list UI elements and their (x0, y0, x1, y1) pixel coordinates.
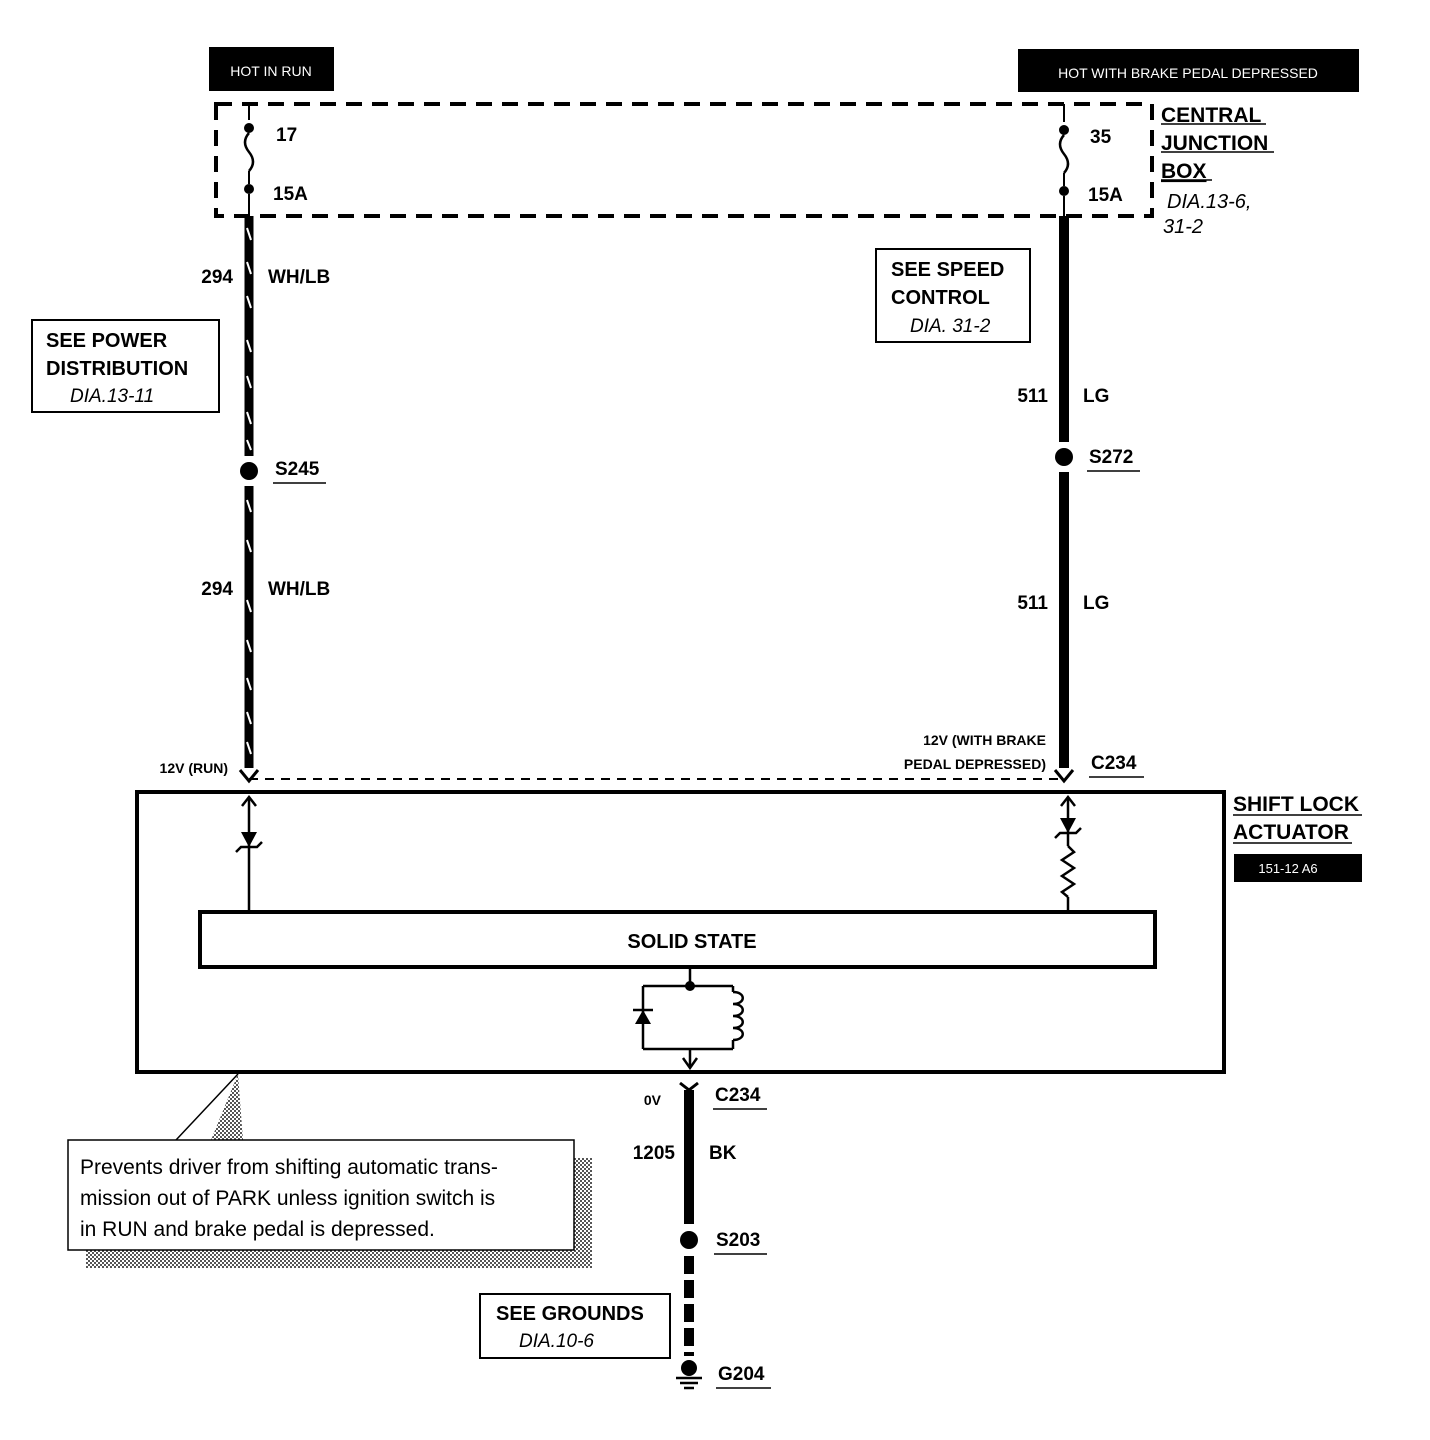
splice-s272-label: S272 (1089, 447, 1133, 468)
voltage-left: 12V (RUN) (160, 760, 228, 776)
junction-box-title-1: CENTRAL (1161, 104, 1261, 127)
see-grounds-box[interactable]: SEE GROUNDS DIA.10-6 (479, 1293, 671, 1359)
fuse-left (243, 104, 255, 216)
right-internal-lead (1054, 794, 1082, 912)
callout-note: Prevents driver from shifting automatic … (67, 1073, 592, 1268)
see-power-line2: DISTRIBUTION (46, 358, 188, 380)
voltage-ground: 0V (644, 1092, 662, 1108)
fuse-right-number: 35 (1090, 127, 1112, 148)
fuse-left-rating: 15A (273, 184, 308, 205)
tag-hot-with-brake-text: HOT WITH BRAKE PEDAL DEPRESSED (1058, 65, 1318, 81)
coil-icon (732, 990, 744, 1042)
voltage-right-1: 12V (WITH BRAKE (923, 732, 1046, 748)
junction-box-ref-2: 31-2 (1163, 216, 1203, 238)
voltage-right-2: PEDAL DEPRESSED) (904, 756, 1046, 772)
tag-hot-in-run: HOT IN RUN (209, 47, 334, 91)
see-speed-control-box[interactable]: SEE SPEED CONTROL DIA. 31-2 (875, 248, 1031, 343)
see-grounds-line1: SEE GROUNDS (496, 1303, 644, 1325)
fuse-left-number: 17 (276, 125, 297, 146)
diode-icon (635, 1010, 651, 1024)
wire-lower-color-left: WH/LB (268, 579, 330, 600)
splice-s245-label: S245 (275, 459, 320, 480)
wire-1205-number: 1205 (633, 1143, 676, 1164)
solid-state-module: SOLID STATE (198, 910, 1157, 969)
junction-box-outline (214, 102, 1154, 218)
junction-box-ref-1: DIA.13-6, (1167, 191, 1251, 213)
see-speed-line2: CONTROL (891, 287, 990, 309)
resistor-icon (1059, 845, 1077, 898)
zener-diode-left (241, 832, 257, 847)
left-internal-lead (235, 794, 263, 912)
connector-c234-top: C234 (1091, 753, 1137, 774)
splice-s203-dot (680, 1231, 698, 1249)
actuator-name-line1: SHIFT LOCK (1233, 793, 1359, 816)
connector-c234-bottom: C234 (715, 1085, 761, 1106)
note-line2: mission out of PARK unless ignition swit… (80, 1187, 495, 1210)
splice-s203-label: S203 (716, 1230, 760, 1251)
tag-hot-in-run-text: HOT IN RUN (230, 63, 311, 79)
part-tag-text: 151-12 A6 (1258, 861, 1317, 876)
wire-upper-color-right: LG (1083, 386, 1109, 407)
wire-upper-number-right: 511 (1017, 386, 1048, 407)
fuse-right (1058, 104, 1070, 216)
fuse-right-rating: 15A (1088, 185, 1123, 206)
junction-box-title-2: JUNCTION (1161, 132, 1268, 155)
tag-hot-with-brake: HOT WITH BRAKE PEDAL DEPRESSED (1018, 49, 1359, 92)
solid-state-label: SOLID STATE (627, 931, 756, 953)
connector-pin-bottom (679, 1081, 699, 1092)
see-power-line1: SEE POWER (46, 330, 168, 352)
wire-lower-number-right: 511 (1017, 593, 1048, 614)
wire-1205-color: BK (709, 1143, 737, 1164)
wire-294-lower (244, 486, 254, 768)
diode-coil-circuit (633, 967, 744, 1071)
see-speed-line1: SEE SPEED (891, 259, 1004, 281)
note-line1: Prevents driver from shifting automatic … (80, 1156, 498, 1179)
connector-pin-left (238, 769, 260, 784)
wire-294-upper (244, 216, 254, 456)
wire-upper-number-left: 294 (201, 267, 233, 288)
connector-pin-right (1053, 769, 1075, 784)
see-power-ref: DIA.13-11 (70, 386, 154, 407)
wire-upper-color-left: WH/LB (268, 267, 330, 288)
ground-icon (676, 1360, 702, 1390)
splice-s272-dot (1055, 448, 1073, 466)
zener-diode-right (1060, 818, 1076, 833)
wire-lower-number-left: 294 (201, 579, 233, 600)
shift-lock-actuator-box (135, 790, 1226, 1074)
see-power-distribution-box[interactable]: SEE POWER DISTRIBUTION DIA.13-11 (31, 319, 220, 413)
part-tag: 151-12 A6 (1234, 854, 1362, 882)
wire-lower-color-right: LG (1083, 593, 1109, 614)
junction-box-title-3: BOX (1161, 160, 1207, 183)
see-grounds-ref: DIA.10-6 (519, 1331, 594, 1352)
see-speed-ref: DIA. 31-2 (910, 316, 991, 337)
splice-s245-dot (240, 462, 258, 480)
note-line3: in RUN and brake pedal is depressed. (80, 1218, 435, 1241)
actuator-name-line2: ACTUATOR (1233, 821, 1349, 844)
ground-g204-label: G204 (718, 1364, 765, 1385)
